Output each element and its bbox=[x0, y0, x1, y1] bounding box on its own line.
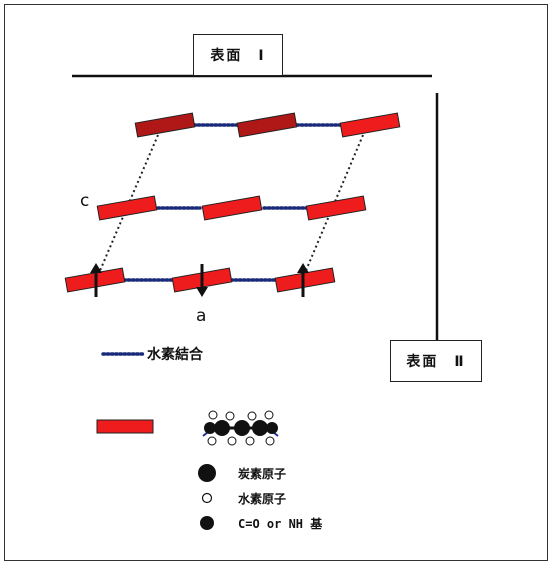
cell-edge-right bbox=[301, 134, 364, 281]
arrow-up-icon bbox=[297, 263, 309, 297]
carbon-atom-icon bbox=[198, 464, 216, 482]
hydrogen-atom-icon bbox=[201, 492, 213, 504]
molecule-bar bbox=[134, 112, 196, 138]
molecule-structure-icon bbox=[202, 410, 279, 446]
surface2-label: 表面 Ⅱ bbox=[390, 340, 482, 382]
molecule-bar bbox=[201, 195, 263, 221]
molecule-bar bbox=[305, 195, 367, 221]
carbon-atom-legend-label: 炭素原子 bbox=[238, 467, 287, 481]
molecule-bar bbox=[96, 195, 158, 221]
molecule-bar bbox=[236, 112, 298, 138]
molecule-legend-bar bbox=[96, 419, 154, 434]
axis-c-label: c bbox=[80, 191, 90, 211]
arrow-down-icon bbox=[196, 264, 208, 297]
hydrogen-atom-legend-label: 水素原子 bbox=[238, 492, 287, 506]
co-nh-group-legend-label: C=O or NH 基 bbox=[238, 517, 323, 531]
molecule-bar bbox=[339, 112, 401, 138]
surface1-label: 表面 Ⅰ bbox=[193, 34, 283, 76]
co-nh-group-icon bbox=[200, 516, 214, 530]
arrow-up-icon bbox=[90, 263, 102, 297]
cell-edge-left bbox=[95, 134, 159, 281]
hydrogen-bond-legend-label: 水素結合 bbox=[147, 347, 203, 363]
axis-a-label: a bbox=[196, 306, 207, 326]
